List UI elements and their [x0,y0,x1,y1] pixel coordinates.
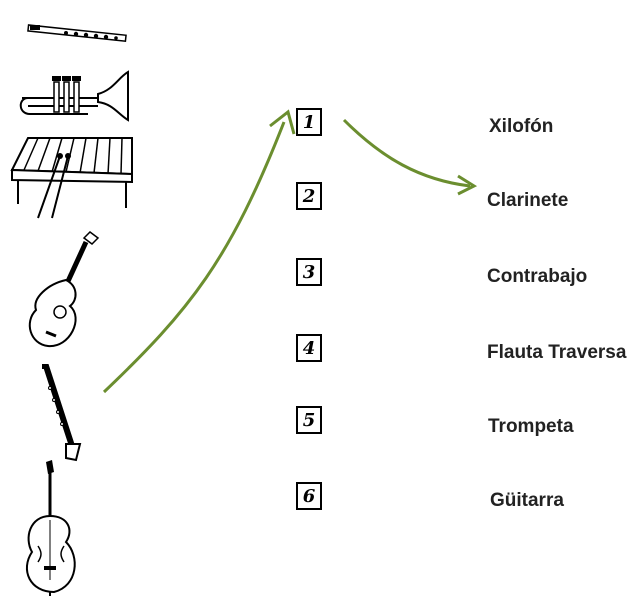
arrowhead-right-icon [457,174,478,196]
number-box-3: 3 [296,258,322,286]
number-4: 4 [302,337,316,359]
number-box-4: 4 [296,334,322,362]
name-trompeta: Trompeta [488,416,574,437]
arrowhead-up-icon [269,109,296,135]
number-box-5: 5 [296,406,322,434]
number-5: 5 [302,409,316,431]
number-6: 6 [302,485,316,507]
name-clarinete: Clarinete [487,190,569,211]
1-to-clarinete-arrow [342,118,471,188]
number-1: 1 [302,111,316,133]
name-flauta-traversa: Flauta Traversa [487,342,627,363]
number-box-1: 1 [296,108,322,136]
double-bass-icon [26,460,76,596]
flute-icon [27,24,127,43]
number-box-6: 6 [296,482,322,510]
number-box-2: 2 [296,182,322,210]
guitar-icon [28,231,100,348]
number-2: 2 [302,185,316,207]
clarinet-icon [42,364,82,462]
name-xilofon: Xilofón [489,116,554,137]
trumpet-icon [19,70,129,122]
name-guitarra: Güitarra [490,490,564,511]
xylophone-icon [10,137,133,219]
name-contrabajo: Contrabajo [487,266,588,287]
number-3: 3 [302,261,316,283]
clarinet-to-1-arrow [102,121,286,394]
